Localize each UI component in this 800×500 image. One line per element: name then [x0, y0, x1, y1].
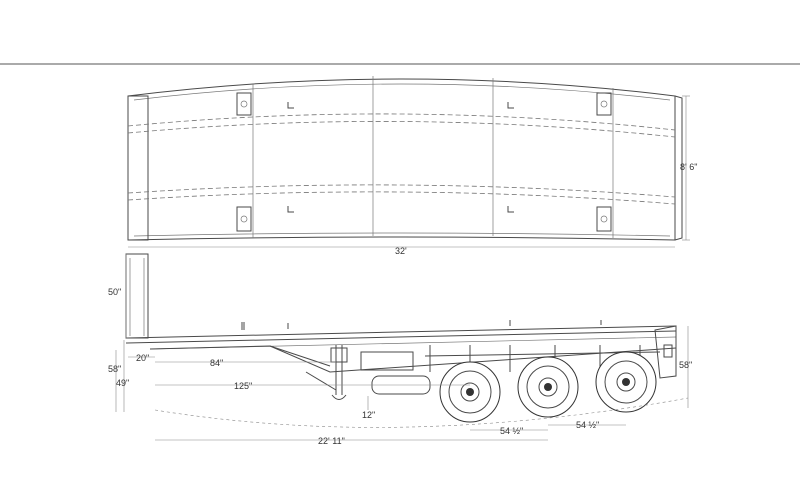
axle-2 — [517, 356, 579, 418]
side-view: 50" 58" 49" 20" 84" 125" 12" 22' 11" 54 … — [108, 253, 692, 446]
dim-kingpin-height: 49" — [116, 378, 129, 388]
dim-bulkhead-height: 50" — [108, 287, 121, 297]
dim-wheelbase: 22' 11" — [318, 436, 345, 446]
axle-1 — [439, 361, 501, 423]
dim-ground-clearance: 12" — [362, 410, 375, 420]
dim-axle-spacing-2: 54 ½" — [576, 420, 599, 430]
dim-front-to-axle: 125" — [234, 381, 252, 391]
dim-length: 32' — [395, 246, 407, 256]
dim-rear-height: 58" — [679, 360, 692, 370]
dim-front-height: 58" — [108, 364, 121, 374]
dim-axle-spacing-1: 54 ½" — [500, 426, 523, 436]
top-view: 8' 6" 32' — [127, 76, 697, 256]
axle-3 — [595, 351, 657, 413]
dim-width: 8' 6" — [680, 162, 697, 172]
dim-landing-gear: 84" — [210, 358, 223, 368]
dim-kingpin-setback: 20" — [136, 353, 149, 363]
